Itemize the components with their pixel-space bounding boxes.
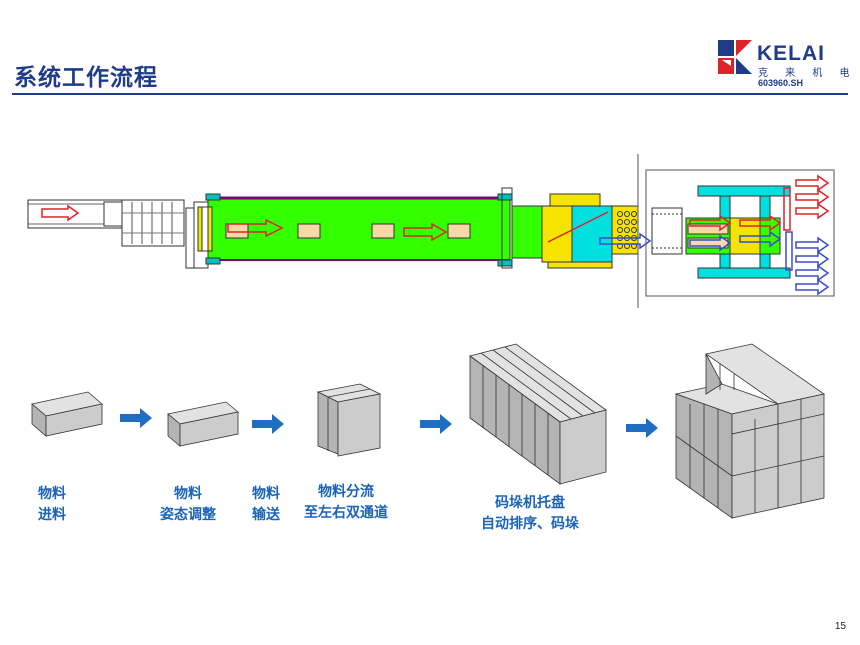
step-label-line: 姿态调整 [160, 507, 216, 523]
output-red-arrows-icon [783, 174, 830, 231]
kelai-logo-icon [718, 40, 752, 74]
brand-subtitle: 克 来 机 电 [758, 68, 857, 79]
step5-pallet-stack-icon [674, 343, 825, 519]
page-number: 15 [834, 621, 846, 632]
step4-box-row-icon [469, 343, 607, 485]
step-label-split: 物料分流 至左右双通道 [304, 482, 388, 524]
step2-box-icon [167, 401, 239, 447]
page-title: 系统工作流程 [14, 65, 158, 91]
step-label-attitude: 物料 姿态调整 [160, 484, 216, 526]
infeed-arrow-icon [41, 204, 80, 222]
step-label-line: 码垛机托盘 [495, 495, 565, 511]
step-label-palletize: 码垛机托盘 自动排序、码垛 [481, 493, 579, 535]
step-label-line: 物料分流 [318, 484, 374, 500]
production-line-schematic [27, 154, 835, 308]
step1-box-icon [31, 391, 103, 437]
step-label-line: 物料 [174, 486, 202, 502]
step-label-feed: 物料 进料 [38, 484, 66, 526]
flow-arrow-icon [626, 418, 658, 438]
flow-arrow-icon [252, 414, 284, 434]
flow-arrow-icon [420, 414, 452, 434]
conveyor-arrow-icon [227, 218, 448, 242]
flow-arrow-icon [120, 408, 152, 428]
step-label-line: 输送 [252, 507, 280, 523]
split-blue-arrows-icon [599, 230, 782, 252]
brand-name: KELAI [757, 42, 825, 65]
step-label-line: 至左右双通道 [304, 505, 388, 521]
step-label-line: 物料 [38, 486, 66, 502]
stock-code: 603960.SH [758, 78, 804, 88]
step-label-line: 物料 [252, 486, 280, 502]
step-label-convey: 物料 输送 [252, 484, 280, 526]
step-label-line: 进料 [38, 507, 66, 523]
output-blue-arrows-icon [785, 231, 830, 296]
step3-boxes-icon [316, 383, 382, 457]
step-label-line: 自动排序、码垛 [481, 516, 579, 532]
header-divider [12, 93, 848, 95]
split-red-arrows-icon [689, 214, 782, 232]
